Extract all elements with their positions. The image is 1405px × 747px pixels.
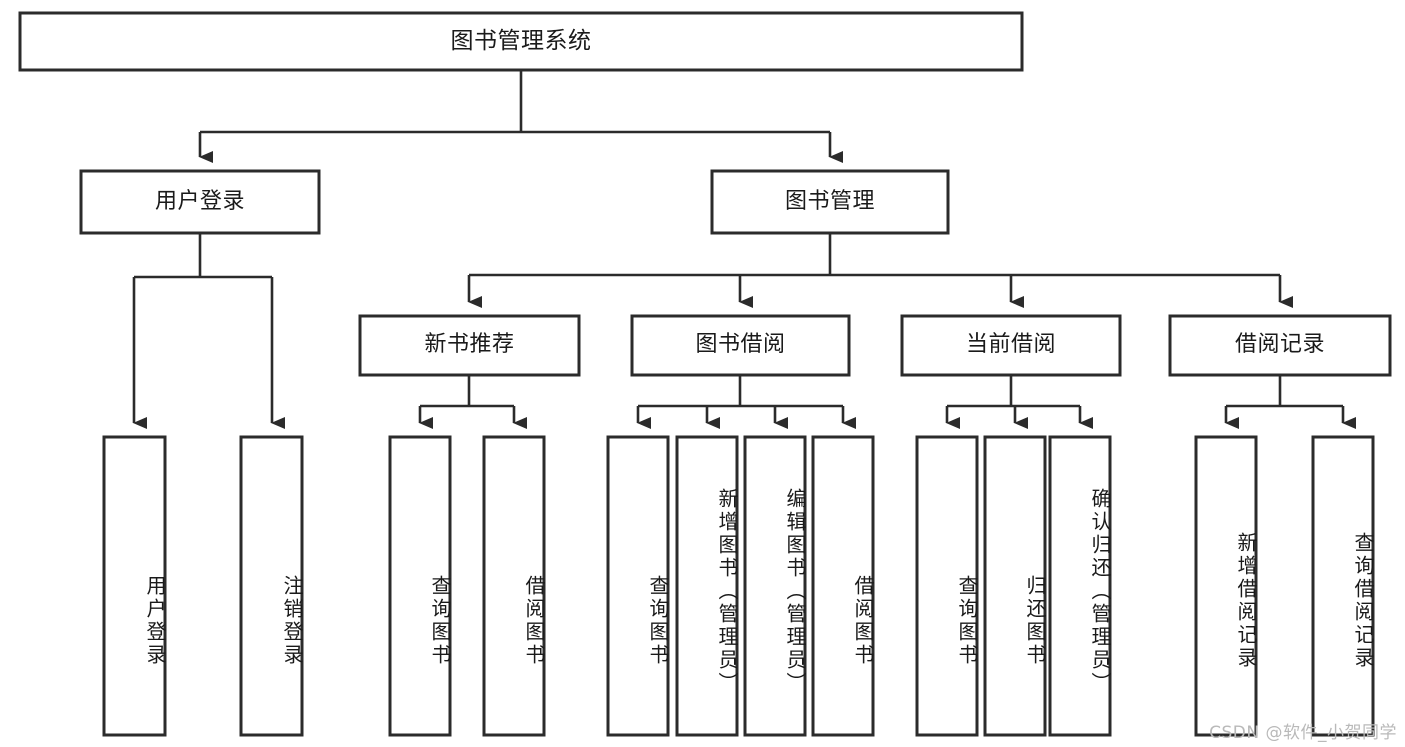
node-box-leaf-add-book-admin[interactable] bbox=[675, 435, 739, 737]
node-box-leaf-query-borrow-record[interactable] bbox=[1311, 435, 1375, 737]
node-box-leaf-borrow-book-2[interactable] bbox=[811, 435, 875, 737]
node-box-leaf-return-book[interactable] bbox=[983, 435, 1047, 737]
node-box-book-management[interactable] bbox=[710, 169, 950, 235]
node-box-leaf-edit-book-admin[interactable] bbox=[743, 435, 807, 737]
node-box-leaf-query-book-3[interactable] bbox=[915, 435, 979, 737]
node-box-leaf-confirm-return-admin[interactable] bbox=[1048, 435, 1112, 737]
csdn-watermark: CSDN @软件_小贺同学 bbox=[1209, 723, 1397, 743]
node-box-borrow-records[interactable] bbox=[1168, 314, 1392, 377]
node-box-new-book-recommend[interactable] bbox=[358, 314, 581, 377]
node-box-current-borrow[interactable] bbox=[900, 314, 1122, 377]
node-box-book-borrow[interactable] bbox=[630, 314, 851, 377]
node-box-leaf-logout[interactable] bbox=[239, 435, 304, 737]
node-box-leaf-borrow-book-1[interactable] bbox=[482, 435, 546, 737]
node-box-user-login[interactable] bbox=[79, 169, 321, 235]
node-box-root[interactable] bbox=[18, 11, 1024, 72]
node-box-leaf-query-book-2[interactable] bbox=[606, 435, 670, 737]
node-box-leaf-query-book-1[interactable] bbox=[388, 435, 452, 737]
node-box-leaf-add-borrow-record[interactable] bbox=[1194, 435, 1258, 737]
node-box-leaf-user-login[interactable] bbox=[102, 435, 167, 737]
